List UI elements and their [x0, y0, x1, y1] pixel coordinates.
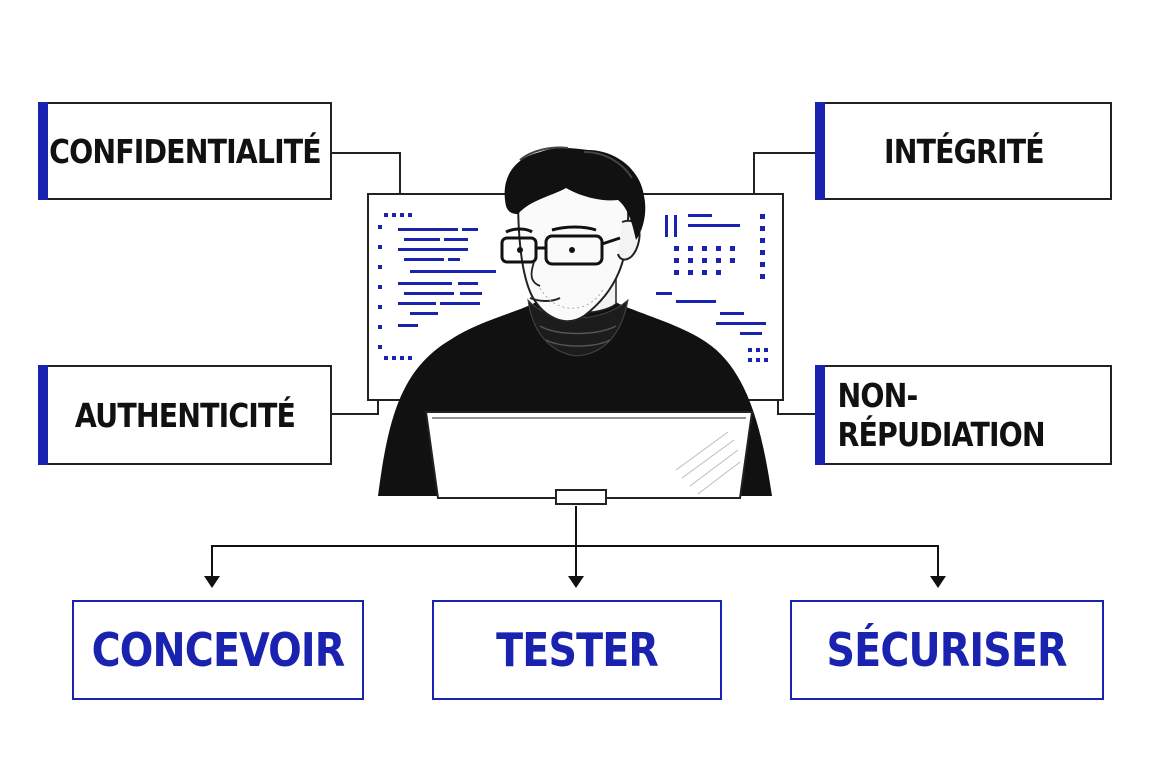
pillar-confidentiality-label: CONFIDENTIALITÉ [49, 131, 322, 171]
action-design: CONCEVOIR [72, 600, 364, 700]
action-design-label: CONCEVOIR [91, 623, 346, 677]
pillar-connectors [332, 152, 815, 415]
pillar-authenticity: AUTHENTICITÉ [38, 365, 332, 465]
action-connectors [211, 506, 939, 576]
connector-authenticity [332, 400, 379, 415]
connector-confidentiality [332, 152, 401, 193]
action-test-label: TESTER [496, 623, 659, 677]
down-arrow-icons [204, 576, 946, 588]
pillar-authenticity-label: AUTHENTICITÉ [74, 395, 296, 435]
person-at-laptop-illustration [378, 146, 772, 505]
pillar-non-repudiation-label: NON-RÉPUDIATION [837, 376, 1046, 454]
pillar-non-repudiation: NON-RÉPUDIATION [815, 365, 1112, 465]
down-arrow-icon [930, 576, 946, 588]
action-test: TESTER [432, 600, 722, 700]
down-arrow-icon [204, 576, 220, 588]
pillar-integrity-label: INTÉGRITÉ [883, 131, 1045, 171]
pillar-confidentiality: CONFIDENTIALITÉ [38, 102, 332, 200]
action-secure: SÉCURISER [790, 600, 1104, 700]
pillar-integrity: INTÉGRITÉ [815, 102, 1112, 200]
connector-non-repudiation [777, 400, 815, 415]
down-arrow-icon [568, 576, 584, 588]
action-secure-label: SÉCURISER [826, 623, 1068, 677]
connector-integrity [753, 152, 815, 193]
